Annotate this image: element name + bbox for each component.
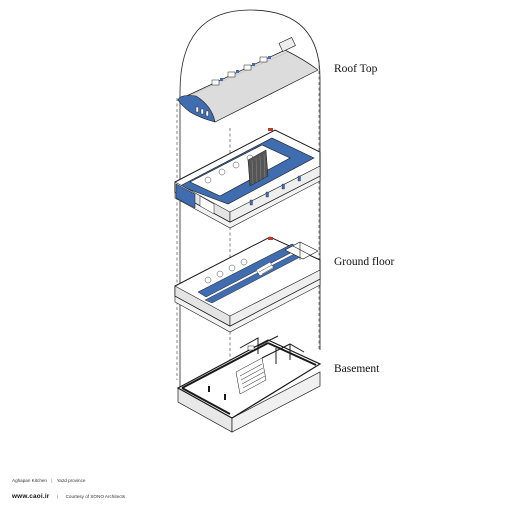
arch-envelope-outline (179, 9, 321, 400)
credit-website-line: www.caoi.ir | Courtesy of SONO Architect… (12, 485, 125, 503)
credit-courtesy: Courtesy of SONO Architects (65, 494, 126, 499)
label-basement: Basement (334, 363, 380, 375)
credit-separator: | (51, 478, 53, 483)
upper-stair-screen (247, 149, 269, 187)
label-roof-top: Roof Top (334, 63, 378, 75)
ground-floor-layer (174, 236, 321, 333)
label-ground-floor: Ground floor (334, 256, 395, 268)
upper-floor-layer (174, 128, 321, 229)
credit-website: www.caoi.ir (12, 493, 50, 500)
credit-location: Yazd province (56, 478, 86, 483)
credit-project: Aghapan Kitchen (12, 478, 47, 483)
roof-vent-blue (220, 56, 271, 81)
roof-vents (211, 56, 268, 86)
credit-separator-2: | (56, 494, 59, 499)
credit-project-line: Aghapan Kitchen | Yazd province (12, 478, 85, 483)
roof-top-layer (177, 37, 319, 123)
basement-layer (176, 335, 322, 433)
roof-windows (195, 106, 209, 117)
roof-water-tank (278, 37, 296, 52)
